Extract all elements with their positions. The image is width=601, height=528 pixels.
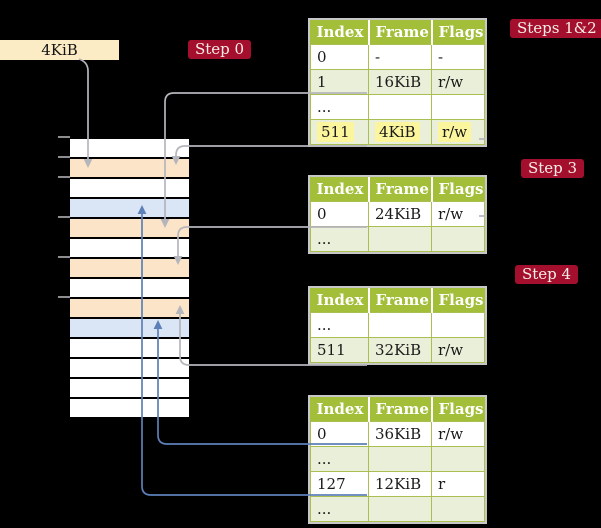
level-4-table-cell-r3c1: 4KiB — [368, 119, 432, 145]
memory-row-1-page-table — [70, 157, 189, 177]
level-4-table-header-frame: Frame — [367, 20, 432, 45]
level-1-table-cell-r2c0: 127 — [310, 471, 369, 497]
level-2-table-cell-r0c2 — [431, 312, 485, 338]
memory-row-2-free — [70, 177, 189, 197]
level-4-table-cell-r3c2: r/w — [431, 119, 485, 145]
memory-row-13-free — [70, 397, 189, 417]
level-4-table-cell-r2c1 — [368, 94, 432, 120]
level-1-table-cell-r2c1: 12KiB — [368, 471, 432, 497]
level-2-table-header-flags: Flags — [430, 288, 485, 313]
level-1-table-row-3: ... — [310, 496, 485, 522]
level-1-table-header-frame: Frame — [367, 397, 432, 422]
level-4-table-highlighted-value: 511 — [317, 122, 354, 142]
level-2-table-cell-r1c0: 511 — [310, 337, 369, 363]
level-4-table-row-0: 0-- — [310, 44, 485, 70]
memory-row-7-free — [70, 277, 189, 297]
level-4-table-cell-r0c2: - — [431, 44, 485, 70]
level-3-table-cell-r0c0: 0 — [310, 201, 369, 227]
level-1-table-cell-r3c2 — [431, 496, 485, 522]
level-1-table-header-flags: Flags — [430, 397, 485, 422]
level-1-table-cell-r3c0: ... — [310, 496, 369, 522]
level-2-table-cell-r0c0: ... — [310, 312, 369, 338]
physical-memory-column — [70, 137, 189, 419]
level-1-table-header-index: Index — [310, 397, 369, 422]
level-3-table-cell-r1c2 — [431, 226, 485, 252]
memory-row-6-page-table — [70, 257, 189, 277]
step-4-badge: Step 4 — [515, 265, 579, 284]
level-2-table-header-index: Index — [310, 288, 369, 313]
level-1-table-cell-r1c2 — [431, 446, 485, 472]
memory-row-4-page-table — [70, 217, 189, 237]
level-1-table-cell-r1c0: ... — [310, 446, 369, 472]
level-2-table-cell-r1c1: 32KiB — [368, 337, 432, 363]
level-4-table-cell-r0c0: 0 — [310, 44, 369, 70]
level-4-table-highlighted-value: r/w — [438, 122, 472, 142]
level-1-table-cell-r0c0: 0 — [310, 421, 369, 447]
level-4-table-cell-r2c0: ... — [310, 94, 369, 120]
level-2-table-cell-r0c1 — [368, 312, 432, 338]
frame-address-label: 4KiB — [0, 40, 119, 60]
memory-row-0-free — [70, 137, 189, 157]
step-0-badge: Step 0 — [188, 40, 252, 59]
memory-tick-5 — [58, 296, 70, 298]
memory-row-9-mapped-page — [70, 317, 189, 337]
level-2-table-cell-r1c2: r/w — [431, 337, 485, 363]
level-1-table-row-1: ... — [310, 446, 485, 472]
memory-row-12-free — [70, 377, 189, 397]
memory-row-5-free — [70, 237, 189, 257]
arrow-l4e511-to-4kib — [175, 145, 367, 157]
level-3-table-header-frame: Frame — [367, 177, 432, 202]
level-3-table-header-index: Index — [310, 177, 369, 202]
memory-row-8-page-table — [70, 297, 189, 317]
level-1-table-cell-r1c1 — [368, 446, 432, 472]
level-4-table-cell-r1c2: r/w — [431, 69, 485, 95]
level-3-table-row-1: ... — [310, 226, 485, 252]
level-4-table-cell-r0c1: - — [368, 44, 432, 70]
level-2-table-row-0: ... — [310, 312, 485, 338]
memory-row-10-free — [70, 337, 189, 357]
memory-row-11-free — [70, 357, 189, 377]
level-4-table-row-3: 511 4KiB r/w — [310, 119, 485, 145]
level-1-table-cell-r2c2: r — [431, 471, 485, 497]
step-3-badge: Step 3 — [521, 159, 585, 178]
memory-tick-0 — [58, 136, 70, 138]
level-3-table-cell-r0c1: 24KiB — [368, 201, 432, 227]
memory-tick-4 — [58, 256, 70, 258]
level-3-table-cell-r0c2: r/w — [431, 201, 485, 227]
level-1-table-cell-r3c1 — [368, 496, 432, 522]
level-1-table-cell-r0c1: 36KiB — [368, 421, 432, 447]
memory-row-3-mapped-page — [70, 197, 189, 217]
level-4-table-cell-r1c1: 16KiB — [368, 69, 432, 95]
level-4-table-row-2: ... — [310, 94, 485, 120]
level-2-table-header-frame: Frame — [367, 288, 432, 313]
memory-tick-3 — [58, 216, 70, 218]
level-4-table-cell-r3c0: 511 — [310, 119, 369, 145]
memory-tick-2 — [58, 176, 70, 178]
level-4-table-header-index: Index — [310, 20, 369, 45]
level-3-table-header-flags: Flags — [430, 177, 485, 202]
level-3-table-cell-r1c0: ... — [310, 226, 369, 252]
steps-1-2-badge: Steps 1&2 — [510, 19, 601, 38]
level-4-table-cell-r1c0: 1 — [310, 69, 369, 95]
level-1-table-cell-r0c2: r/w — [431, 421, 485, 447]
memory-tick-1 — [58, 156, 70, 158]
level-4-table-cell-r2c2 — [431, 94, 485, 120]
level-3-table-cell-r1c1 — [368, 226, 432, 252]
level-4-table-highlighted-value: 4KiB — [375, 122, 420, 142]
level-4-table-header-flags: Flags — [430, 20, 485, 45]
